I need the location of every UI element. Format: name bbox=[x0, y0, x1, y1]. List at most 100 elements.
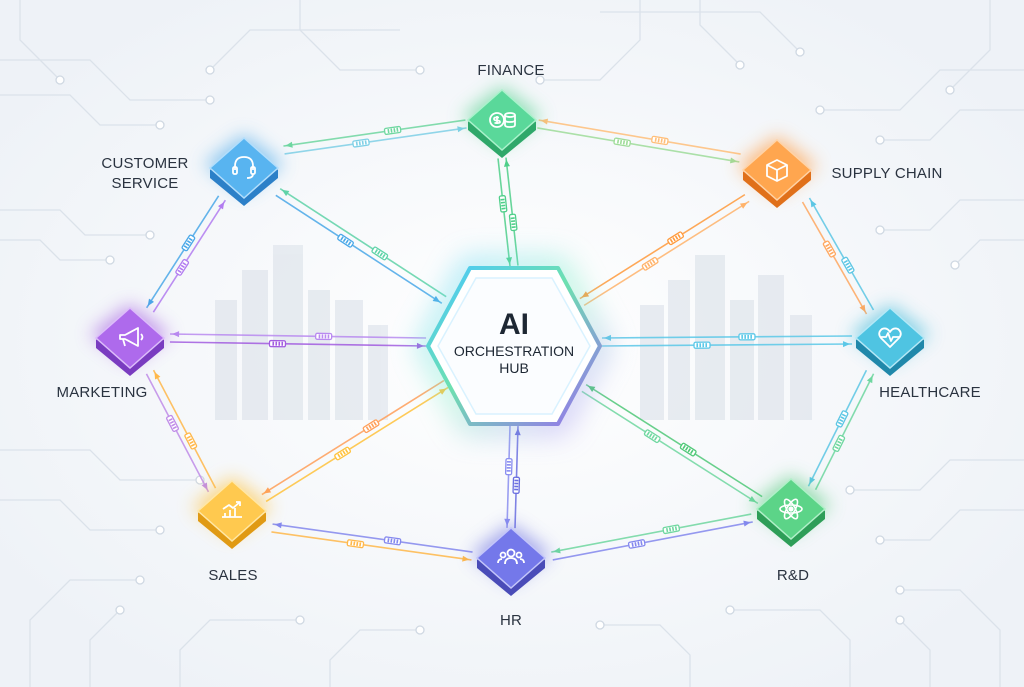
circuit-nodes bbox=[55, 47, 960, 635]
arrowhead-supply-health-1 bbox=[859, 304, 866, 313]
coins-dollar-icon bbox=[489, 112, 516, 128]
packet-marketing-hub-1 bbox=[268, 339, 287, 348]
link-supply-hub-line-2 bbox=[583, 200, 750, 307]
link-marketing-sales-line-2 bbox=[152, 369, 217, 489]
packet-customer-finance-2 bbox=[383, 125, 402, 135]
arrowhead-health-hub-2 bbox=[843, 341, 851, 348]
link-health-rnd-line-2 bbox=[814, 373, 875, 491]
packet-customer-marketing-1 bbox=[181, 234, 196, 252]
packet-health-rnd-1 bbox=[835, 410, 849, 428]
megaphone-icon bbox=[119, 327, 144, 347]
label-customer-service-line2: SERVICE bbox=[112, 175, 179, 192]
label-finance: FINANCE bbox=[477, 62, 544, 79]
link-finance-hub-line-1 bbox=[497, 158, 511, 267]
node-supply-chain[interactable] bbox=[737, 136, 817, 208]
link-health-rnd-line-1 bbox=[807, 369, 868, 487]
packet-finance-supply-2 bbox=[651, 135, 669, 146]
link-customer-hub-line-2 bbox=[279, 187, 447, 298]
link-sales-hr-line-1 bbox=[271, 531, 472, 561]
link-marketing-hub-line-1 bbox=[169, 341, 426, 347]
packet-finance-supply-1 bbox=[613, 137, 631, 147]
headset-icon bbox=[232, 156, 256, 179]
packet-supply-health-1 bbox=[822, 240, 837, 258]
packet-sales-hub-2 bbox=[362, 419, 380, 434]
arrowhead-health-rnd-1 bbox=[809, 476, 816, 485]
hub-subtitle-line1: ORCHESTRATION bbox=[454, 343, 574, 359]
packet-supply-hub-2 bbox=[641, 256, 659, 271]
hub-title: AI bbox=[499, 308, 529, 341]
ai-orchestration-hub[interactable]: AI ORCHESTRATION HUB bbox=[416, 258, 612, 434]
link-supply-health-line-2 bbox=[808, 197, 875, 311]
packet-sales-hub-1 bbox=[334, 446, 352, 461]
packet-health-hub-2 bbox=[693, 341, 711, 349]
packet-finance-hub-1 bbox=[498, 195, 508, 213]
node-hr[interactable] bbox=[471, 524, 551, 596]
arrowhead-customer-hub-1 bbox=[432, 295, 441, 303]
arrowhead-finance-hub-2 bbox=[503, 159, 510, 167]
link-rnd-hub-line-2 bbox=[581, 390, 759, 505]
link-rnd-hub-line-1 bbox=[585, 383, 763, 498]
link-customer-marketing-line-1 bbox=[145, 195, 220, 309]
link-supply-hub-line-1 bbox=[579, 193, 746, 300]
data-packets bbox=[165, 125, 855, 549]
arrowhead-sales-hr-1 bbox=[462, 555, 470, 562]
arrowhead-marketing-sales-2 bbox=[154, 371, 161, 380]
packet-hr-hub-1 bbox=[512, 476, 521, 494]
atom-icon bbox=[779, 498, 803, 520]
arrowhead-customer-finance-2 bbox=[285, 141, 293, 148]
link-customer-hub-line-1 bbox=[275, 194, 443, 305]
link-hr-rnd-line-1 bbox=[552, 521, 753, 561]
chart-growth-icon bbox=[222, 501, 242, 518]
arrowhead-sales-hr-2 bbox=[274, 522, 282, 529]
people-icon bbox=[497, 548, 525, 565]
link-customer-finance-line-1 bbox=[284, 127, 467, 155]
link-hr-hub-line-2 bbox=[506, 425, 511, 528]
node-finance[interactable] bbox=[462, 86, 542, 158]
arrowhead-finance-supply-1 bbox=[729, 157, 738, 164]
label-marketing: MARKETING bbox=[57, 384, 148, 401]
arrowhead-sales-hub-2 bbox=[263, 487, 272, 494]
node-customer-service[interactable] bbox=[204, 134, 284, 206]
packet-hr-hub-2 bbox=[504, 457, 513, 476]
arrowhead-health-rnd-2 bbox=[866, 375, 873, 384]
node-healthcare[interactable] bbox=[850, 304, 930, 376]
city-silhouette-right bbox=[640, 255, 812, 420]
arrowhead-marketing-sales-1 bbox=[201, 482, 208, 491]
arrowhead-rnd-hub-1 bbox=[587, 385, 596, 392]
label-hr: HR bbox=[500, 612, 522, 629]
node-sales[interactable] bbox=[192, 477, 272, 549]
link-hr-rnd-line-2 bbox=[551, 513, 752, 553]
packet-customer-hub-2 bbox=[371, 246, 389, 261]
label-customer-service-line1: CUSTOMER bbox=[101, 155, 188, 172]
arrowhead-customer-marketing-1 bbox=[147, 298, 155, 307]
link-marketing-hub-line-2 bbox=[170, 333, 427, 339]
packet-rnd-hub-2 bbox=[643, 429, 661, 444]
arrowhead-customer-hub-2 bbox=[281, 189, 290, 197]
link-sales-hub-line-2 bbox=[261, 379, 445, 496]
packet-rnd-hub-1 bbox=[679, 442, 697, 457]
packet-marketing-hub-2 bbox=[314, 332, 333, 341]
packet-sales-hr-1 bbox=[346, 539, 365, 549]
label-sales: SALES bbox=[208, 567, 257, 584]
packet-customer-hub-1 bbox=[337, 233, 354, 248]
packet-customer-marketing-2 bbox=[175, 258, 190, 276]
arrowhead-health-hub-1 bbox=[603, 334, 611, 341]
node-rnd[interactable] bbox=[751, 475, 831, 547]
packet-marketing-sales-2 bbox=[184, 432, 198, 450]
link-customer-marketing-line-2 bbox=[152, 199, 227, 313]
arrowhead-customer-finance-1 bbox=[457, 126, 465, 133]
arrowhead-customer-marketing-2 bbox=[217, 201, 225, 210]
packet-customer-finance-1 bbox=[352, 138, 370, 148]
arrowhead-supply-hub-2 bbox=[739, 202, 748, 209]
packet-finance-hub-2 bbox=[508, 213, 518, 232]
label-rnd: R&D bbox=[777, 567, 809, 584]
city-silhouette-left bbox=[215, 245, 388, 420]
arrowhead-hr-rnd-2 bbox=[553, 547, 561, 554]
link-customer-finance-line-2 bbox=[283, 119, 466, 147]
box-icon bbox=[766, 159, 788, 182]
hub-subtitle-line2: HUB bbox=[499, 360, 529, 376]
arrowhead-finance-supply-2 bbox=[540, 118, 549, 125]
node-marketing[interactable] bbox=[90, 304, 170, 376]
